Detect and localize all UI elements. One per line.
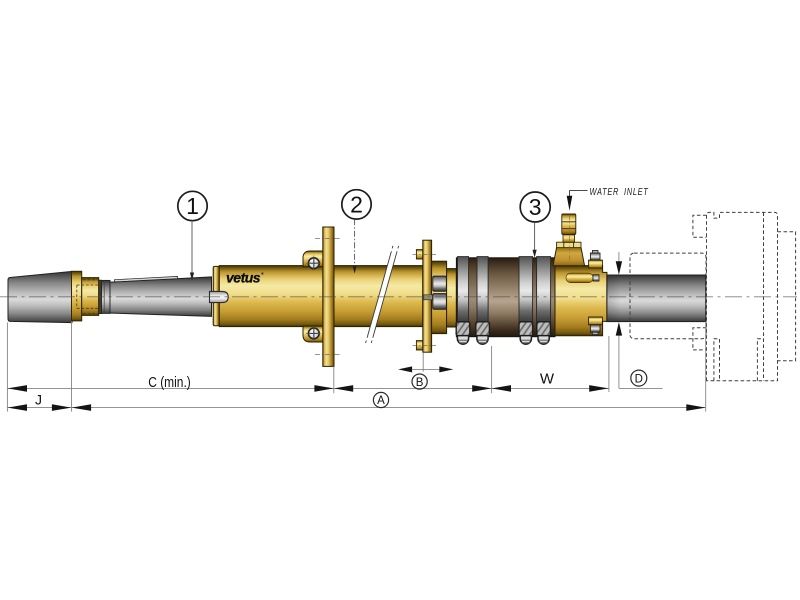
svg-text:1: 1 bbox=[186, 193, 199, 219]
svg-text:C (min.): C (min.) bbox=[148, 375, 191, 391]
svg-text:W: W bbox=[540, 371, 555, 388]
svg-text:vetus: vetus bbox=[226, 270, 261, 286]
svg-text:A: A bbox=[377, 395, 385, 407]
svg-text:2: 2 bbox=[350, 191, 363, 217]
svg-text:J: J bbox=[35, 392, 42, 408]
svg-text:3: 3 bbox=[529, 194, 542, 220]
svg-text:B: B bbox=[416, 377, 424, 389]
svg-text:D: D bbox=[635, 373, 643, 385]
svg-text:WATER INLET: WATER INLET bbox=[590, 187, 649, 198]
